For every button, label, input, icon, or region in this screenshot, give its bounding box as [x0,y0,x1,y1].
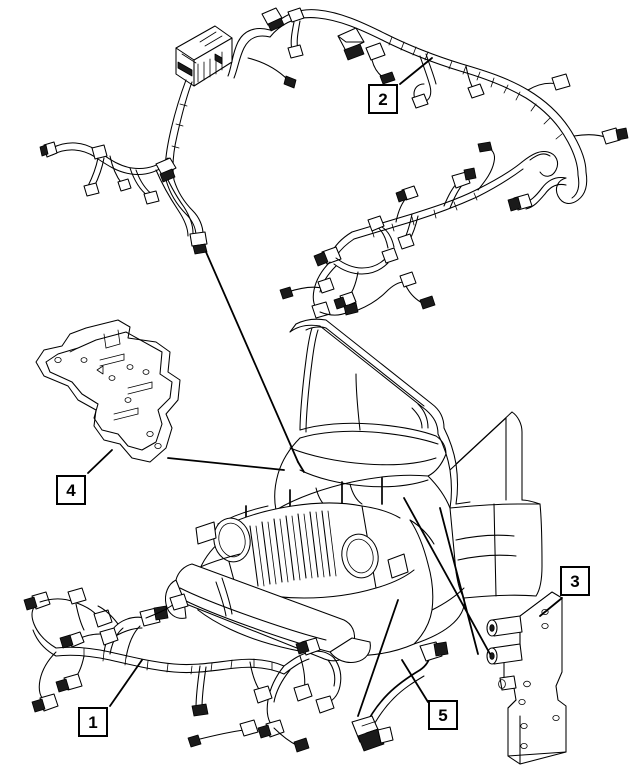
callout-box-3[interactable]: 3 [560,566,590,596]
part-3-body-side-bracket [486,591,567,765]
leader-line-3-to-vehicle-b [439,507,479,655]
part-4-mounting-plate-bracket [35,319,181,463]
callout-box-5[interactable]: 5 [428,700,458,730]
callout-label-4: 4 [66,480,76,500]
leader-line-3 [539,597,563,617]
leader-line-3-to-vehicle [403,497,491,655]
leader-line-5-to-vehicle [357,599,399,717]
callout-label-2: 2 [378,89,388,109]
callout-box-4[interactable]: 4 [56,475,86,505]
leader-line-5 [401,659,429,703]
jeep-wrangler-body-outline [165,318,543,663]
part-1-front-end-harness [23,587,342,753]
harness-branch-left [39,141,194,237]
leader-line-harness-2-to-vehicle [205,251,299,463]
leader-line-1 [109,659,143,707]
harness-branch-lower [279,141,559,319]
callout-box-2[interactable]: 2 [368,84,398,114]
callout-label-5: 5 [438,705,448,725]
leader-line-2 [399,57,433,85]
part-5-connector-jumper-pigtail [351,641,449,752]
leader-line-harness-2-hook [297,461,305,473]
part-2-engine-dash-harness [39,7,629,255]
callout-label-3: 3 [570,571,580,591]
leader-line-4-to-vehicle [167,457,285,471]
callout-label-1: 1 [88,712,98,732]
callout-leader-lines [87,57,563,717]
leader-line-4 [87,449,113,474]
power-distribution-center [175,25,233,87]
callout-box-1[interactable]: 1 [78,707,108,737]
